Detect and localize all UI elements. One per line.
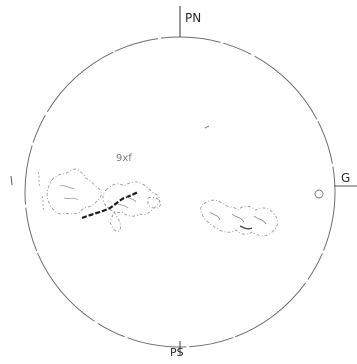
central-plage-detail <box>117 195 137 209</box>
handwritten-note: 9xf <box>116 153 132 164</box>
right-plage-bottom-accent <box>239 225 253 230</box>
left-plage-outline <box>46 168 102 215</box>
north-pole-label: PN <box>185 11 201 25</box>
solar-disk-outline <box>24 36 336 348</box>
limb-spot <box>314 189 324 199</box>
east-marker-line <box>10 175 13 186</box>
filament-line <box>81 191 139 220</box>
left-plage-detail <box>59 185 79 201</box>
east-limb-marks <box>37 171 45 213</box>
right-plage-detail <box>209 211 267 225</box>
west-marker-label: G <box>341 171 350 185</box>
south-pole-label: PS <box>170 346 184 359</box>
central-plage-right-lobe <box>147 197 161 209</box>
disk-center-mark <box>204 125 210 129</box>
right-plage-outline <box>200 199 279 237</box>
central-plage-lower <box>109 211 121 232</box>
